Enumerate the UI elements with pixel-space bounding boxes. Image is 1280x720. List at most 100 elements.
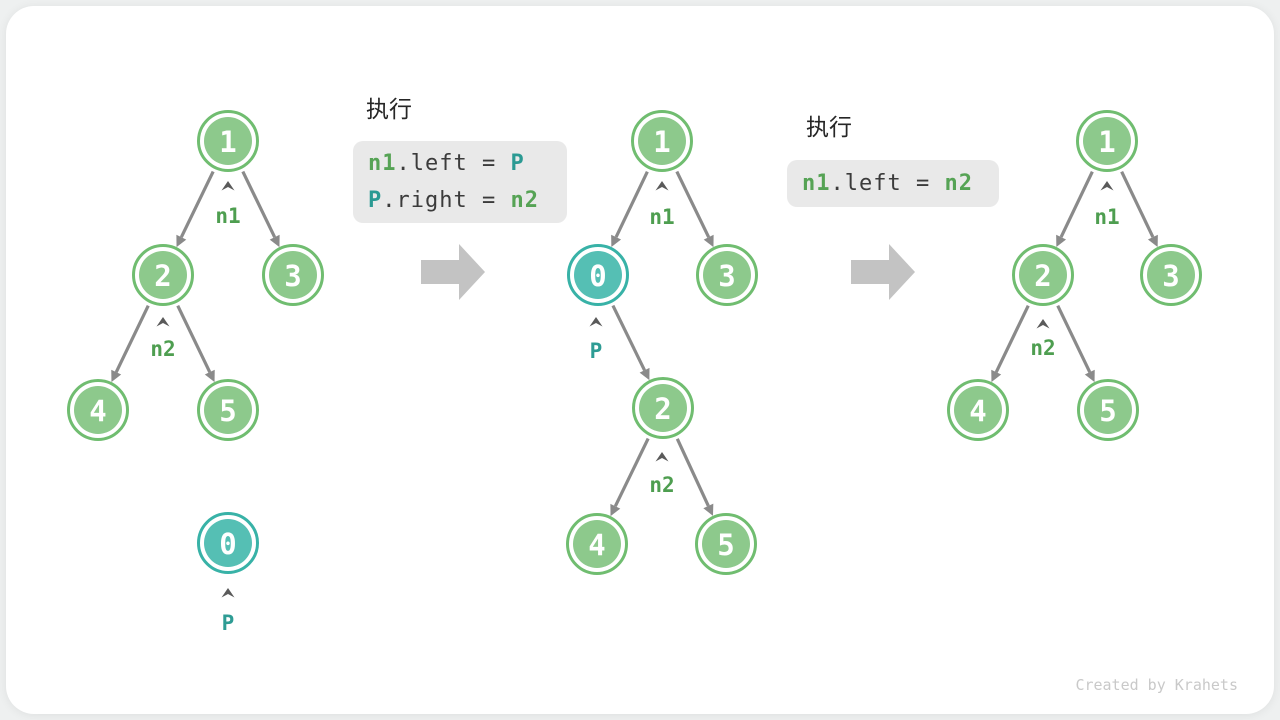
- pointer-caret-icon: [1100, 181, 1114, 191]
- tree-edge: [176, 304, 212, 373]
- exec-panel-1-title: 执行: [366, 96, 412, 122]
- tree-edge: [675, 170, 711, 238]
- code-token: n1: [802, 171, 831, 196]
- edge-arrowhead-icon: [639, 367, 650, 381]
- pointer-caret-icon: [589, 317, 603, 327]
- node-value: 1: [1098, 125, 1115, 159]
- tree-node-3: 3: [696, 244, 758, 306]
- tree-edge: [1056, 304, 1092, 373]
- tree-node-1: 1: [1076, 110, 1138, 172]
- tree-edge: [1059, 170, 1094, 238]
- tree-edge: [179, 170, 215, 238]
- code-token: P: [510, 151, 525, 176]
- tree-node-3: 3: [1140, 244, 1202, 306]
- code-token: n1: [368, 151, 397, 176]
- node-value: 5: [1099, 394, 1116, 428]
- pointer-label-P: P: [222, 611, 235, 635]
- edge-arrowhead-icon: [703, 234, 714, 248]
- tree-initial: n1 n2P 1 2 3 4 5 0: [67, 110, 324, 635]
- tree-node-1: 1: [197, 110, 259, 172]
- node-value: 2: [654, 392, 671, 426]
- tree-node-4: 4: [67, 379, 129, 441]
- tree-node-3: 3: [262, 244, 324, 306]
- edge-arrowhead-icon: [111, 369, 122, 383]
- edge-arrowhead-icon: [176, 234, 187, 248]
- tree-edge: [114, 304, 150, 373]
- code-token: n2: [944, 171, 973, 196]
- node-value: 4: [969, 394, 986, 428]
- node-value: 4: [89, 394, 106, 428]
- code-line: P.right = n2: [368, 182, 567, 219]
- code-token: .left =: [396, 151, 511, 176]
- tree-node-1: 1: [631, 110, 693, 172]
- tree-edge: [675, 438, 710, 507]
- node-value: 2: [1034, 259, 1051, 293]
- code-token: .left =: [830, 171, 945, 196]
- tree-node-2: 2: [132, 244, 194, 306]
- node-value: 5: [219, 394, 236, 428]
- edge-arrowhead-icon: [610, 503, 621, 517]
- tree-node-5: 5: [695, 513, 757, 575]
- tree-edge: [241, 170, 277, 238]
- pointer-caret-icon: [655, 452, 669, 462]
- edge-arrowhead-icon: [1056, 234, 1067, 248]
- tree-edge: [611, 304, 646, 371]
- pointer-label-n1: n1: [649, 205, 674, 229]
- pointer-label-n1: n1: [215, 204, 240, 228]
- pointer-caret-icon: [156, 317, 170, 327]
- code-line: n1.left = P: [368, 145, 567, 182]
- tree-after-remove: n1 n2 1 2 3 4 5: [947, 110, 1202, 441]
- node-value: 1: [219, 125, 236, 159]
- edge-arrowhead-icon: [1147, 234, 1158, 248]
- tree-edge: [1120, 170, 1155, 238]
- tree-node-0: 0: [567, 244, 629, 306]
- code-line: n1.left = n2: [802, 165, 999, 202]
- pointer-label-n1: n1: [1094, 205, 1119, 229]
- credit-text: Created by Krahets: [1075, 676, 1238, 694]
- pointer-label-n2: n2: [150, 337, 175, 361]
- node-value: 0: [219, 527, 236, 561]
- edge-arrowhead-icon: [1084, 369, 1095, 383]
- exec-panel-2-title: 执行: [806, 114, 852, 140]
- step-arrow-2-icon: [851, 244, 915, 300]
- code-token: .right =: [382, 188, 511, 213]
- tree-node-2: 2: [1012, 244, 1074, 306]
- node-value: 1: [653, 125, 670, 159]
- pointer-caret-icon: [221, 588, 235, 598]
- tree-node-4: 4: [947, 379, 1009, 441]
- edge-arrowhead-icon: [204, 369, 215, 383]
- edge-arrowhead-icon: [703, 503, 714, 516]
- pointer-caret-icon: [655, 181, 669, 191]
- edge-arrowhead-icon: [611, 234, 622, 248]
- pointer-caret-icon: [221, 181, 235, 191]
- tree-node-0: 0: [197, 512, 259, 574]
- step-arrow-1-icon: [421, 244, 485, 300]
- pointer-label-n2: n2: [649, 473, 674, 497]
- tree-node-2: 2: [632, 377, 694, 439]
- exec-panel-2-code-box: n1.left = n2: [787, 160, 999, 207]
- code-token: n2: [510, 188, 539, 213]
- pointer-label-n2: n2: [1030, 336, 1055, 360]
- edge-arrowhead-icon: [991, 369, 1002, 383]
- code-token: P: [368, 188, 383, 213]
- node-value: 3: [718, 259, 735, 293]
- node-value: 3: [284, 259, 301, 293]
- node-value: 0: [589, 259, 606, 293]
- tree-edge: [994, 304, 1030, 373]
- node-value: 4: [588, 528, 605, 562]
- pointer-label-P: P: [590, 339, 603, 363]
- node-value: 2: [154, 259, 171, 293]
- node-value: 3: [1162, 259, 1179, 293]
- edge-arrowhead-icon: [269, 234, 280, 248]
- tree-node-5: 5: [197, 379, 259, 441]
- tree-edge: [614, 170, 649, 238]
- pointer-caret-icon: [1036, 319, 1050, 329]
- tree-node-4: 4: [566, 513, 628, 575]
- tree-node-5: 5: [1077, 379, 1139, 441]
- tree-edge: [613, 437, 650, 507]
